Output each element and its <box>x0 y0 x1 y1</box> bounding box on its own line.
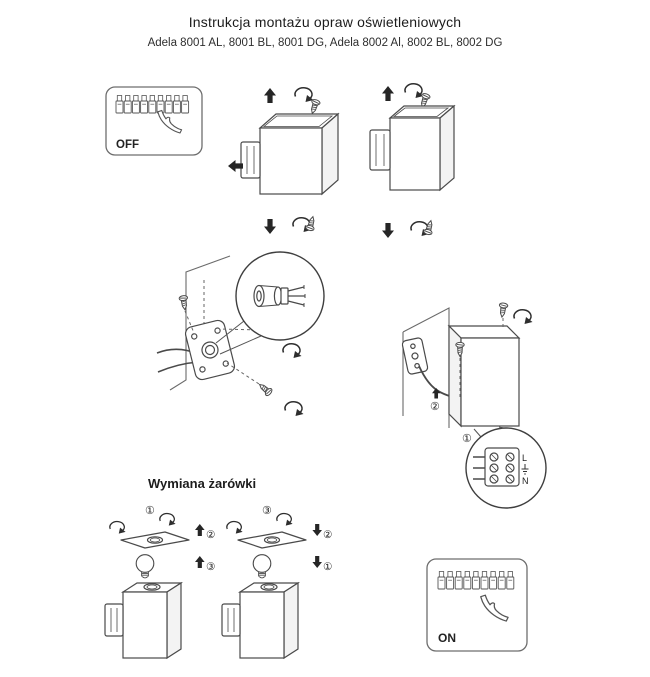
screw-icon <box>422 219 436 236</box>
step-3-marker: ③ <box>206 561 216 573</box>
circuit-breaker-row-icon <box>437 571 515 590</box>
bulb-install-figure: ③ ② ① <box>212 498 342 675</box>
rotate-arrow-icon <box>284 401 305 417</box>
up-arrow-icon <box>195 556 205 568</box>
terminal-block-icon <box>473 447 520 487</box>
mounting-bracket <box>240 141 261 179</box>
off-label: OFF <box>116 139 139 151</box>
mounting-plate <box>184 319 236 381</box>
terminal-detail-zoom-circle: L N <box>465 426 547 509</box>
rotate-arrow-icon <box>276 512 294 527</box>
lamp-body <box>447 324 521 428</box>
screw-guide-line <box>184 310 195 334</box>
step-3-marker: ③ <box>262 505 272 517</box>
down-arrow-icon <box>382 223 394 238</box>
detail-zoom-circle <box>215 251 325 355</box>
screw-icon <box>178 294 190 311</box>
up-arrow-icon <box>195 524 205 536</box>
down-arrow-icon <box>312 524 322 536</box>
lamp-assembly-side-figure <box>360 80 472 245</box>
bulb-removal-figure: ① ② ③ <box>95 498 225 675</box>
up-arrow-icon <box>264 88 276 103</box>
lamp-body <box>120 581 184 660</box>
up-arrow-icon <box>382 86 394 101</box>
terminal-neutral-label: N <box>522 476 529 486</box>
wall-plate <box>401 337 429 375</box>
wall-corner <box>169 255 231 391</box>
mounting-bracket <box>369 129 391 171</box>
bulb-replacement-title: Wymiana żarówki <box>148 476 257 491</box>
step-1-marker: ① <box>145 505 155 517</box>
step-2-marker: ② <box>430 401 440 413</box>
circuit-breaker-row-icon <box>115 95 190 114</box>
step-2-marker: ② <box>323 529 333 541</box>
earth-ground-icon <box>521 464 529 475</box>
page-subtitle: Adela 8001 AL, 8001 BL, 8001 DG, Adela 8… <box>147 37 503 49</box>
rotate-arrow-icon <box>404 83 425 99</box>
cable-gland-detail-icon <box>253 284 306 308</box>
on-label: ON <box>438 631 456 645</box>
step-1-marker: ① <box>462 433 472 445</box>
lamp-body <box>258 112 340 196</box>
lamp-mounting-figure: ② ① L <box>375 296 565 521</box>
step-1-marker: ① <box>323 561 333 573</box>
light-bulb-icon <box>252 554 272 579</box>
power-on-figure: ON <box>426 558 528 657</box>
down-arrow-icon <box>264 219 276 234</box>
up-arrow-icon <box>432 388 441 399</box>
screw-icon <box>307 98 322 116</box>
lamp-cover <box>237 531 307 549</box>
lamp-body <box>237 581 301 660</box>
lamp-cover <box>120 531 190 549</box>
mounting-bracket <box>104 603 124 637</box>
light-bulb-icon <box>135 554 155 579</box>
lamp-body <box>388 104 456 192</box>
screw-icon <box>256 380 274 398</box>
terminal-line-label: L <box>522 453 527 463</box>
wall-plate-wiring-figure <box>152 250 357 450</box>
rotate-arrow-icon <box>109 520 127 535</box>
down-arrow-icon <box>312 556 322 568</box>
screw-icon <box>497 302 509 319</box>
rotate-arrow-icon <box>294 87 315 103</box>
screw-icon <box>304 215 318 232</box>
rotate-arrow-icon <box>282 343 303 359</box>
mounting-bracket <box>221 603 241 637</box>
page-title: Instrukcja montażu opraw oświetleniowych <box>188 14 462 30</box>
rotate-arrow-icon <box>513 309 534 325</box>
lamp-assembly-front-figure <box>228 84 360 241</box>
screw-guide-line <box>226 362 260 385</box>
rotate-arrow-icon <box>159 512 177 527</box>
power-off-figure: OFF <box>105 86 203 161</box>
step-2-marker: ② <box>206 529 216 541</box>
rotate-arrow-icon <box>226 520 244 535</box>
